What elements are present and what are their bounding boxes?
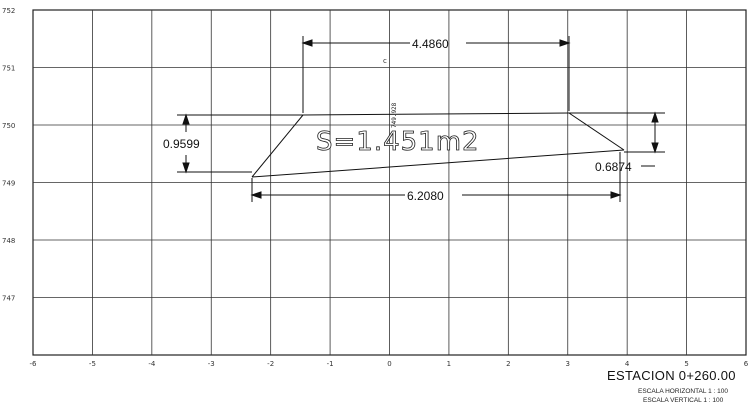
x-tick-label: 5 (684, 360, 688, 368)
station-title: ESTACION 0+260.00 (607, 368, 736, 383)
y-tick-label: 752 (2, 7, 15, 15)
bottom-width-label: 6.2080 (407, 189, 444, 203)
right-slope (568, 112, 625, 151)
center-mark: c (383, 57, 387, 65)
left-height-dimension (177, 113, 303, 174)
y-axis-labels: 752 751 750 749 748 747 (2, 7, 15, 303)
y-tick-label: 751 (2, 65, 15, 73)
ground-line (251, 149, 625, 178)
x-tick-label: 6 (744, 360, 749, 368)
x-tick-label: -2 (267, 360, 274, 368)
x-tick-label: -5 (89, 360, 96, 368)
x-tick-label: -4 (148, 360, 156, 368)
x-tick-label: 3 (566, 360, 570, 368)
x-axis-labels: -6 -5 -4 -3 -2 -1 0 1 2 3 4 5 6 (30, 360, 749, 368)
top-width-label: 4.4860 (412, 37, 449, 51)
x-tick-label: -1 (327, 360, 334, 368)
left-slope (251, 114, 304, 178)
y-tick-label: 747 (2, 295, 15, 303)
scale-horizontal: ESCALA HORIZONTAL 1 : 100 (638, 388, 728, 395)
x-tick-label: 2 (506, 360, 510, 368)
bottom-dimension (250, 152, 622, 202)
top-edge (302, 112, 570, 116)
y-tick-label: 750 (2, 122, 15, 130)
section-outline (251, 112, 625, 178)
scale-vertical: ESCALA VERTICAL 1 : 100 (643, 397, 724, 404)
elevation-text: 749.928 (391, 102, 398, 128)
top-dimension (301, 36, 571, 113)
right-height-dimension (569, 111, 665, 167)
x-tick-label: 1 (447, 360, 451, 368)
area-label: S=1.451m2 (316, 127, 480, 157)
y-tick-label: 749 (2, 180, 15, 188)
grid-lines (33, 10, 746, 355)
left-height-label: 0.9599 (163, 137, 200, 151)
x-tick-label: -6 (30, 360, 38, 368)
x-tick-label: -3 (208, 360, 215, 368)
x-tick-label: 4 (625, 360, 630, 368)
y-tick-label: 748 (2, 237, 15, 245)
right-height-label: 0.6874 (595, 160, 632, 174)
x-tick-label: 0 (387, 360, 391, 368)
